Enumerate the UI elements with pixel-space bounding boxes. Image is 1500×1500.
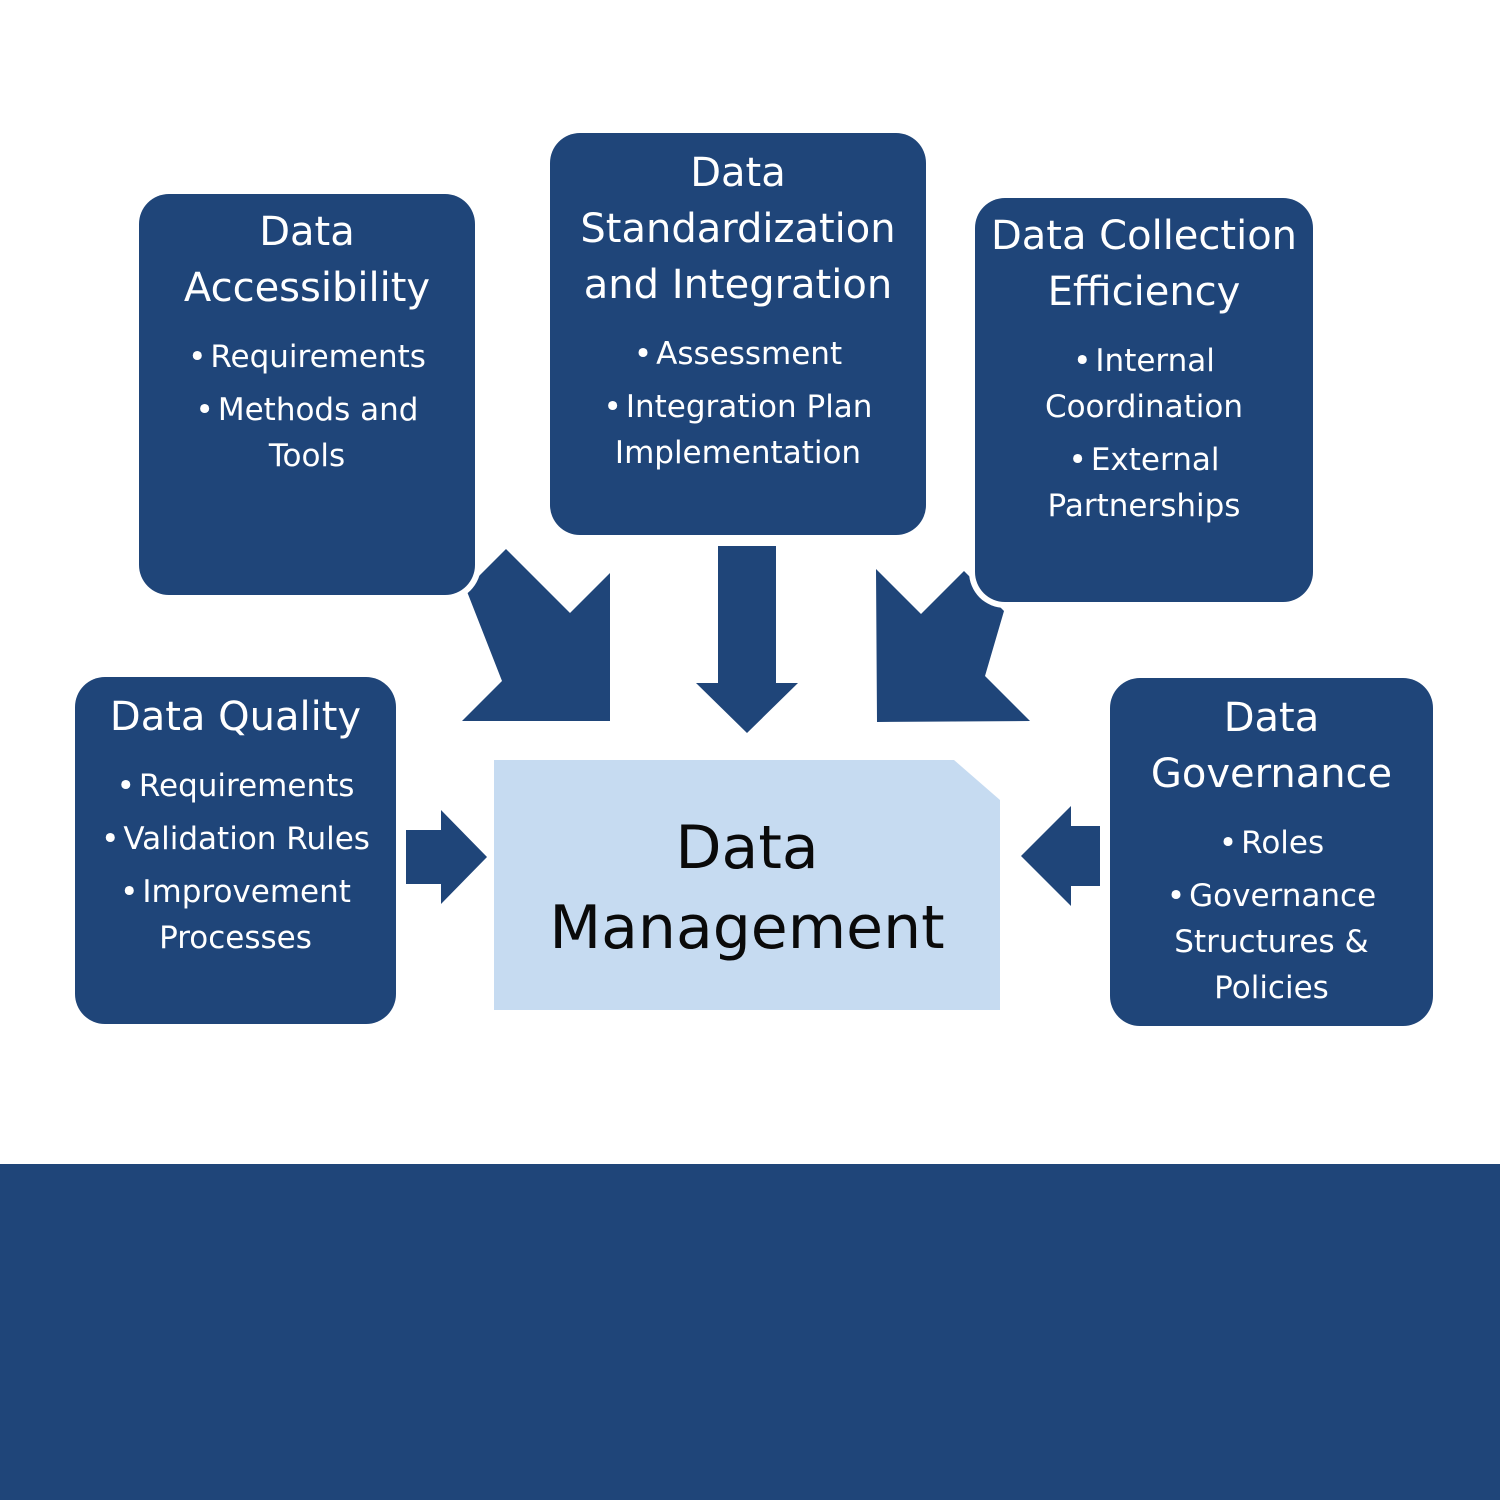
bullet-item: External Partnerships	[989, 437, 1299, 529]
box-data-quality: Data Quality Requirements Validation Rul…	[75, 677, 396, 1024]
bullet-list: Roles Governance Structures & Policies	[1118, 820, 1425, 1011]
bullet-item: Requirements	[157, 334, 457, 380]
bullet-item: Governance Structures & Policies	[1118, 873, 1425, 1011]
bullet-item: Methods and Tools	[157, 387, 457, 479]
bullet-item: Assessment	[564, 331, 912, 377]
footer-band	[0, 1164, 1500, 1500]
box-title: Data Accessibility	[183, 209, 431, 311]
center-title: Data Management	[549, 813, 945, 963]
bullet-list: Requirements Validation Rules Improvemen…	[85, 763, 386, 961]
arrow-collection	[876, 569, 1030, 722]
arrow-standardization	[696, 546, 798, 733]
arrow-governance	[1021, 806, 1100, 906]
box-data-governance: Data Governance Roles Governance Structu…	[1110, 678, 1433, 1026]
bullet-item: Roles	[1118, 820, 1425, 866]
bullet-item: Validation Rules	[85, 816, 386, 862]
box-title: Data Standardization and Integration	[580, 150, 896, 308]
box-title: Data Governance	[1150, 695, 1393, 797]
box-title: Data Collection Efficiency	[990, 213, 1298, 315]
bullet-item: Integration Plan Implementation	[564, 384, 912, 476]
box-data-standardization: Data Standardization and Integration Ass…	[550, 133, 926, 535]
bullet-item: Improvement Processes	[85, 869, 386, 961]
bullet-list: Internal Coordination External Partnersh…	[989, 338, 1299, 529]
center-box: Data Management	[494, 760, 1000, 1010]
arrow-quality	[406, 810, 487, 904]
bullet-item: Requirements	[85, 763, 386, 809]
box-data-accessibility: Data Accessibility Requirements Methods …	[139, 194, 475, 595]
bullet-list: Assessment Integration Plan Implementati…	[564, 331, 912, 476]
bullet-list: Requirements Methods and Tools	[157, 334, 457, 479]
bullet-item: Internal Coordination	[989, 338, 1299, 430]
box-data-collection-efficiency: Data Collection Efficiency Internal Coor…	[975, 198, 1313, 602]
arrow-accessibility	[462, 549, 610, 721]
box-title: Data Quality	[109, 694, 362, 740]
